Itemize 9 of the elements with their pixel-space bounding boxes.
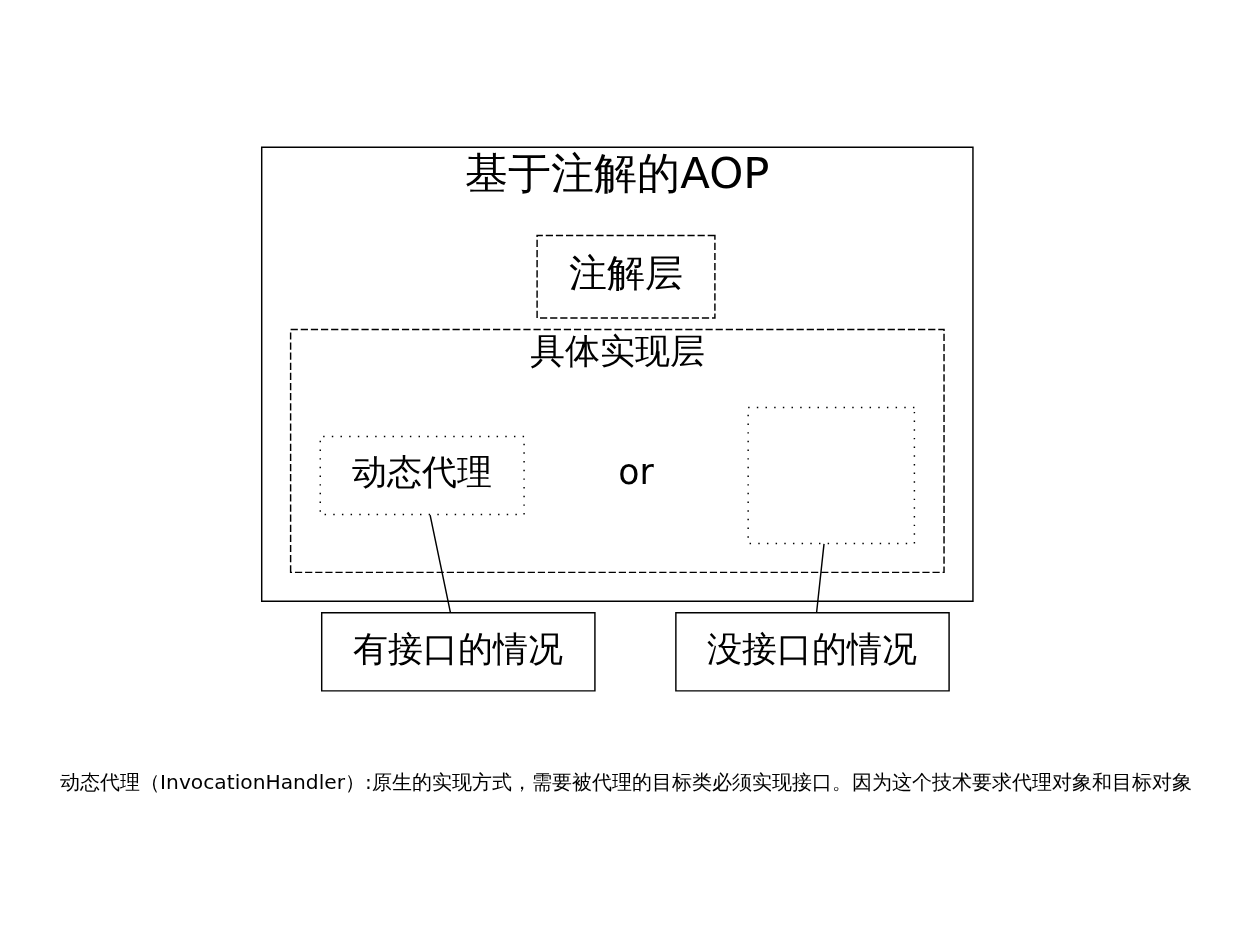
label: or <box>618 452 654 493</box>
node-box: 动态代理 <box>319 435 525 516</box>
node-box: 有接口的情况 <box>320 612 596 692</box>
node-box <box>747 406 916 545</box>
node-box: 没接口的情况 <box>675 612 950 692</box>
connector <box>429 514 452 614</box>
label: 动态代理（InvocationHandler）:原生的实现方式，需要被代理的目标类必须实现接口。因为这个技术要求代理对象和目标对象 <box>60 770 1192 795</box>
node-box: 注解层 <box>536 234 716 319</box>
connector <box>815 543 825 614</box>
